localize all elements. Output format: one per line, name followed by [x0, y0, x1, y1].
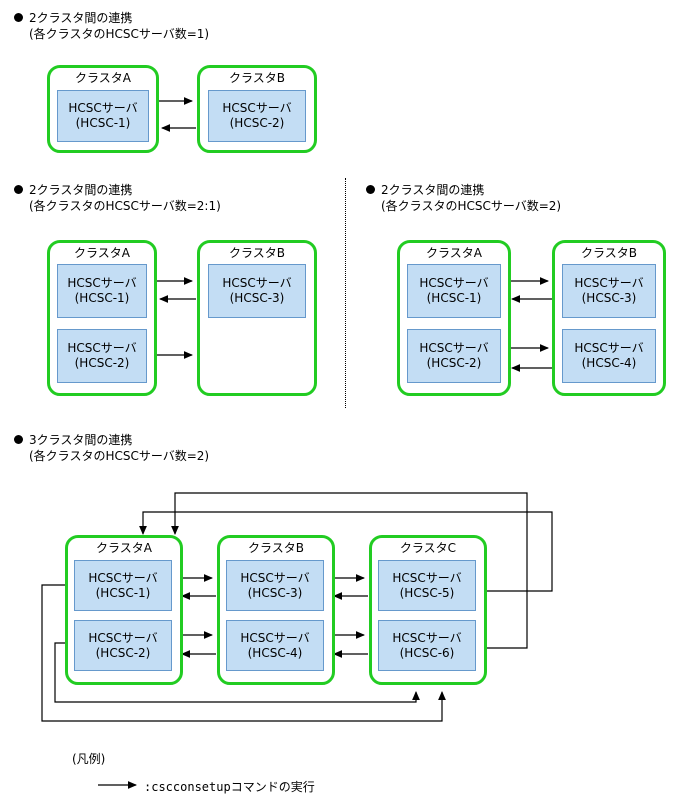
section-heading-4: 3クラスタ間の連携 (各クラスタのHCSCサーバ数=2) — [14, 432, 209, 464]
server-box-hcsc-6[interactable]: HCSCサーバ (HCSC-6) — [378, 620, 476, 671]
cluster-label: クラスタA — [96, 541, 152, 555]
server-line1: HCSCサーバ — [222, 101, 292, 115]
cluster-label: クラスタC — [399, 541, 457, 555]
bullet-icon — [14, 185, 23, 194]
server-line1: HCSCサーバ — [68, 101, 138, 115]
server-line2: (HCSC-4) — [247, 645, 303, 660]
server-line2: (HCSC-2) — [229, 116, 285, 130]
cluster-label: クラスタA — [426, 246, 482, 260]
server-line1: HCSCサーバ — [392, 570, 462, 585]
server-line1: HCSCサーバ — [240, 630, 310, 645]
server-box-hcsc-3[interactable]: HCSCサーバ (HCSC-3) — [562, 264, 656, 318]
section-heading-2-line1: 2クラスタ間の連携 — [29, 183, 133, 197]
section-heading-4-line1: 3クラスタ間の連携 — [29, 433, 133, 447]
server-box-hcsc-5[interactable]: HCSCサーバ (HCSC-5) — [378, 560, 476, 611]
server-line2: (HCSC-2) — [426, 356, 482, 370]
server-line1: HCSCサーバ — [88, 630, 158, 645]
server-line2: (HCSC-2) — [74, 356, 130, 370]
server-line2: (HCSC-1) — [426, 291, 482, 305]
legend-command: cscconsetup — [151, 780, 231, 794]
section-heading-3: 2クラスタ間の連携 (各クラスタのHCSCサーバ数=2) — [366, 182, 561, 214]
legend-suffix: コマンドの実行 — [230, 780, 315, 794]
bullet-icon — [14, 435, 23, 444]
server-line1: HCSCサーバ — [419, 341, 489, 355]
server-line2: (HCSC-1) — [75, 116, 131, 130]
cluster-label: クラスタA — [74, 246, 130, 260]
server-line1: HCSCサーバ — [67, 341, 137, 355]
server-line1: HCSCサーバ — [574, 341, 644, 355]
server-box-hcsc-1[interactable]: HCSCサーバ (HCSC-1) — [74, 560, 172, 611]
bullet-icon — [14, 13, 23, 22]
section-heading-3-line1: 2クラスタ間の連携 — [381, 183, 485, 197]
cluster-label: クラスタB — [229, 246, 285, 260]
server-line2: (HCSC-3) — [247, 585, 303, 600]
server-box-hcsc-4[interactable]: HCSCサーバ (HCSC-4) — [562, 329, 656, 383]
server-box-hcsc-2[interactable]: HCSCサーバ (HCSC-2) — [208, 90, 306, 142]
section-heading-1: 2クラスタ間の連携 (各クラスタのHCSCサーバ数=1) — [14, 10, 209, 42]
server-line2: (HCSC-3) — [581, 291, 637, 305]
cluster-label: クラスタB — [229, 71, 285, 85]
section-heading-4-line2: (各クラスタのHCSCサーバ数=2) — [29, 449, 210, 463]
server-line1: HCSCサーバ — [419, 276, 489, 290]
section-heading-2: 2クラスタ間の連携 (各クラスタのHCSCサーバ数=2:1) — [14, 182, 221, 214]
cluster-label: クラスタA — [75, 71, 131, 85]
server-line1: HCSCサーバ — [574, 276, 644, 290]
server-line2: (HCSC-4) — [581, 356, 637, 370]
server-box-hcsc-3[interactable]: HCSCサーバ (HCSC-3) — [208, 264, 306, 318]
server-line2: (HCSC-6) — [399, 645, 455, 660]
section-heading-1-line1: 2クラスタ間の連携 — [29, 11, 133, 25]
server-box-hcsc-1[interactable]: HCSCサーバ (HCSC-1) — [57, 264, 147, 318]
section-heading-1-line2: (各クラスタのHCSCサーバ数=1) — [29, 27, 210, 41]
legend-title: (凡例) — [72, 752, 106, 766]
server-line2: (HCSC-5) — [399, 585, 455, 600]
server-box-hcsc-1[interactable]: HCSCサーバ (HCSC-1) — [57, 90, 149, 142]
legend-description: :cscconsetupコマンドの実行 — [144, 778, 315, 795]
server-line2: (HCSC-1) — [74, 291, 130, 305]
cluster-label: クラスタB — [581, 246, 637, 260]
section-divider — [345, 178, 346, 408]
server-line1: HCSCサーバ — [392, 630, 462, 645]
server-line1: HCSCサーバ — [222, 276, 292, 290]
section-heading-2-line2: (各クラスタのHCSCサーバ数=2:1) — [29, 199, 221, 213]
server-line2: (HCSC-1) — [95, 585, 151, 600]
legend-separator: : — [144, 780, 152, 794]
server-box-hcsc-3[interactable]: HCSCサーバ (HCSC-3) — [226, 560, 324, 611]
bullet-icon — [366, 185, 375, 194]
section-heading-3-line2: (各クラスタのHCSCサーバ数=2) — [381, 199, 562, 213]
server-box-hcsc-2[interactable]: HCSCサーバ (HCSC-2) — [57, 329, 147, 383]
cluster-label: クラスタB — [248, 541, 304, 555]
server-line1: HCSCサーバ — [88, 570, 158, 585]
server-line2: (HCSC-2) — [95, 645, 151, 660]
server-line1: HCSCサーバ — [67, 276, 137, 290]
server-line2: (HCSC-3) — [229, 291, 285, 305]
server-box-hcsc-1[interactable]: HCSCサーバ (HCSC-1) — [407, 264, 501, 318]
server-box-hcsc-4[interactable]: HCSCサーバ (HCSC-4) — [226, 620, 324, 671]
server-box-hcsc-2[interactable]: HCSCサーバ (HCSC-2) — [407, 329, 501, 383]
server-box-hcsc-2[interactable]: HCSCサーバ (HCSC-2) — [74, 620, 172, 671]
server-line1: HCSCサーバ — [240, 570, 310, 585]
